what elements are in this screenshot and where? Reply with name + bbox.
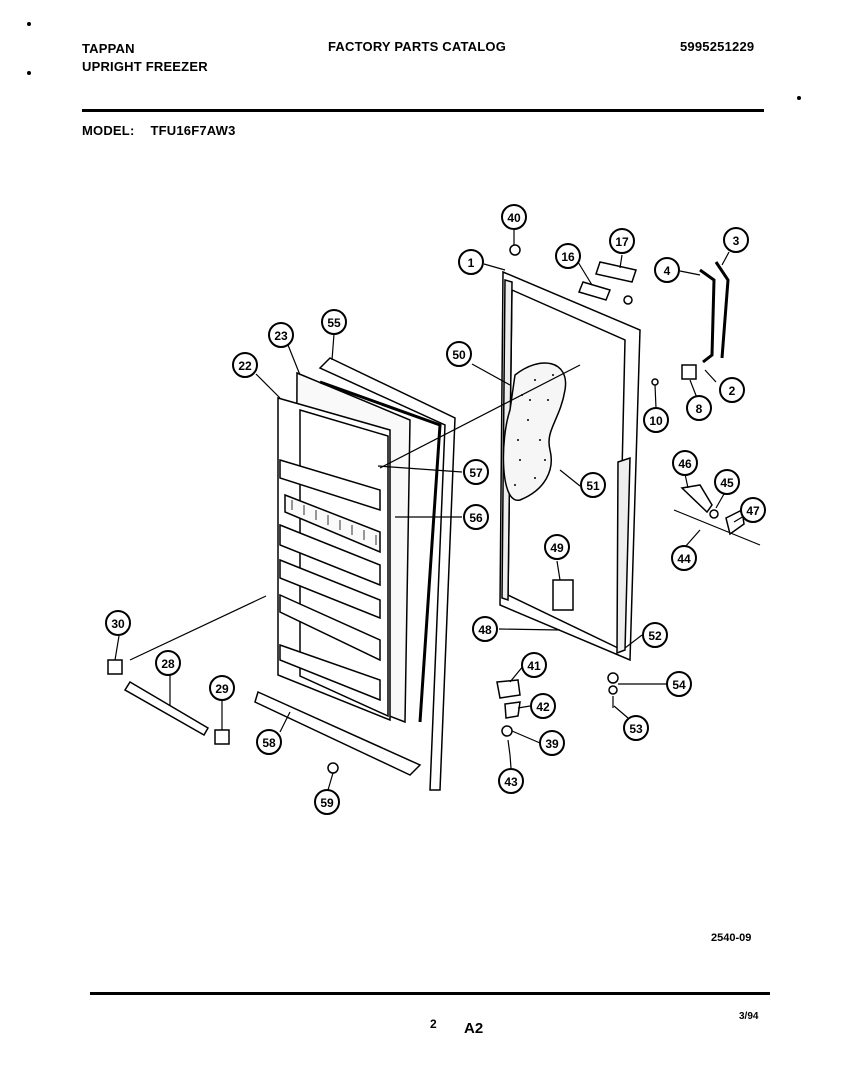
- callout-42: 42: [530, 693, 556, 719]
- callout-45: 45: [714, 469, 740, 495]
- callout-4: 4: [654, 257, 680, 283]
- callout-number: 23: [274, 329, 288, 343]
- callout-number: 10: [649, 414, 663, 428]
- callout-10: 10: [643, 407, 669, 433]
- callout-number: 53: [629, 722, 643, 736]
- callout-number: 50: [452, 348, 466, 362]
- callout-number: 43: [504, 775, 518, 789]
- callout-number: 59: [320, 796, 334, 810]
- product-name: UPRIGHT FREEZER: [82, 59, 208, 74]
- header-rule: [82, 109, 764, 112]
- callout-17: 17: [609, 228, 635, 254]
- callout-59: 59: [314, 789, 340, 815]
- callout-39: 39: [539, 730, 565, 756]
- drawing-code: 2540-09: [711, 932, 752, 944]
- revision-date: 3/94: [739, 1011, 759, 1022]
- callout-30: 30: [105, 610, 131, 636]
- callout-number: 42: [536, 700, 550, 714]
- callout-41: 41: [521, 652, 547, 678]
- callout-46: 46: [672, 450, 698, 476]
- callout-number: 47: [746, 504, 760, 518]
- callout-number: 52: [648, 629, 662, 643]
- callout-56: 56: [463, 504, 489, 530]
- callout-54: 54: [666, 671, 692, 697]
- callout-55: 55: [321, 309, 347, 335]
- callout-3: 3: [723, 227, 749, 253]
- callout-22: 22: [232, 352, 258, 378]
- callout-number: 41: [527, 659, 541, 673]
- callout-number: 44: [677, 552, 691, 566]
- callout-48: 48: [472, 616, 498, 642]
- callout-50: 50: [446, 341, 472, 367]
- callout-number: 3: [733, 234, 740, 248]
- callout-number: 54: [672, 678, 686, 692]
- catalog-title: FACTORY PARTS CATALOG: [328, 39, 507, 54]
- model-label: MODEL:: [82, 123, 135, 138]
- callout-1: 1: [458, 249, 484, 275]
- callout-57: 57: [463, 459, 489, 485]
- callout-23: 23: [268, 322, 294, 348]
- callout-number: 28: [161, 657, 175, 671]
- callout-number: 29: [215, 682, 229, 696]
- callout-number: 22: [238, 359, 252, 373]
- catalog-part-number: 5995251229: [680, 39, 755, 54]
- margin-mark: [797, 96, 801, 100]
- callout-number: 48: [478, 623, 492, 637]
- cabinet-liner: [496, 244, 761, 756]
- callout-number: 57: [469, 466, 483, 480]
- callout-number: 58: [262, 736, 276, 750]
- callout-number: 30: [111, 617, 125, 631]
- model-line: MODEL: TFU16F7AW3: [82, 123, 236, 138]
- page-number: 2: [430, 1017, 437, 1031]
- callout-40: 40: [501, 204, 527, 230]
- callout-43: 43: [498, 768, 524, 794]
- footer-rule: [90, 992, 770, 995]
- callout-number: 17: [615, 235, 629, 249]
- callout-47: 47: [740, 497, 766, 523]
- callout-number: 16: [561, 250, 575, 264]
- callout-52: 52: [642, 622, 668, 648]
- callout-53: 53: [623, 715, 649, 741]
- callout-8: 8: [686, 395, 712, 421]
- callout-number: 51: [586, 479, 600, 493]
- callout-leaders: [114, 230, 745, 791]
- margin-mark: [27, 22, 31, 26]
- model-number: TFU16F7AW3: [150, 123, 236, 138]
- callout-49: 49: [544, 534, 570, 560]
- callout-number: 4: [664, 264, 671, 278]
- page-code: A2: [464, 1020, 484, 1037]
- callout-number: 55: [327, 316, 341, 330]
- callout-number: 8: [696, 402, 703, 416]
- callout-58: 58: [256, 729, 282, 755]
- callout-number: 56: [469, 511, 483, 525]
- margin-mark: [27, 71, 31, 75]
- callout-number: 1: [468, 256, 475, 270]
- callout-number: 49: [550, 541, 564, 555]
- callout-2: 2: [719, 377, 745, 403]
- callout-number: 46: [678, 457, 692, 471]
- callout-28: 28: [155, 650, 181, 676]
- brand-name: TAPPAN: [82, 41, 135, 56]
- callout-44: 44: [671, 545, 697, 571]
- callout-51: 51: [580, 472, 606, 498]
- callout-29: 29: [209, 675, 235, 701]
- door-assembly: [107, 357, 581, 791]
- callout-number: 45: [720, 476, 734, 490]
- callout-16: 16: [555, 243, 581, 269]
- callout-number: 39: [545, 737, 559, 751]
- callout-number: 2: [729, 384, 736, 398]
- callout-number: 40: [507, 211, 521, 225]
